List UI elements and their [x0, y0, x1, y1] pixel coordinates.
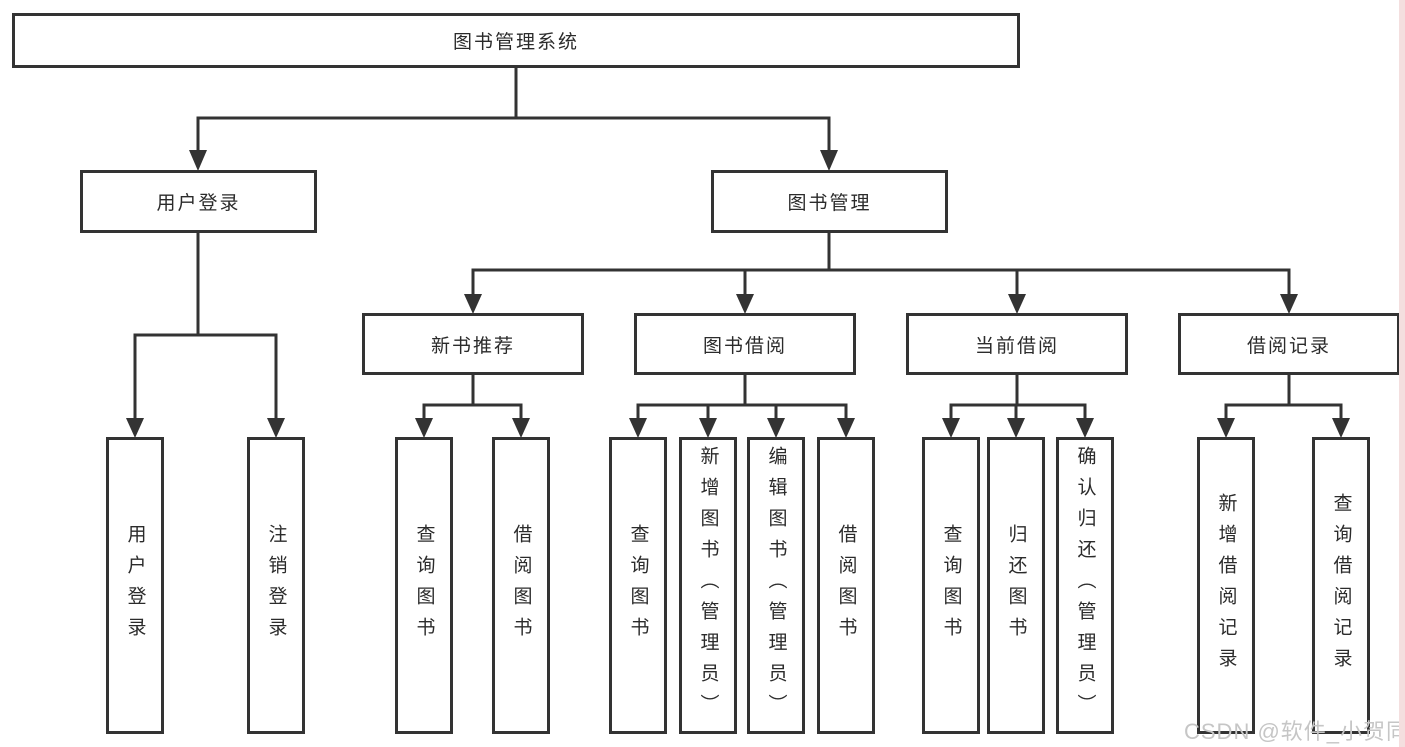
node-root-label: 图书管理系统: [452, 32, 579, 53]
node-user-login: 用户登录: [80, 170, 317, 233]
node-borrow-record: 借阅记录: [1178, 313, 1400, 375]
csdn-watermark: CSDN @软件_小贺同学: [1184, 719, 1405, 744]
leaf-query-book-current: 查询图书: [922, 437, 980, 734]
node-book-mgmt: 图书管理: [711, 170, 948, 233]
leaf-borrow-book: 借阅图书: [817, 437, 875, 734]
leaf-return-book-label: 归还图书: [1005, 523, 1027, 648]
leaf-edit-book-admin-label: 编辑图书（管理员）: [765, 446, 787, 725]
node-borrow-record-label: 借阅记录: [1246, 335, 1331, 357]
leaf-add-borrow-record-label: 新增借阅记录: [1215, 492, 1237, 679]
leaf-query-book-rec: 查询图书: [395, 437, 453, 734]
leaf-add-book-admin-label: 新增图书（管理员）: [697, 446, 719, 725]
leaf-user-login-label: 用户登录: [124, 523, 146, 648]
leaf-query-book-borrow: 查询图书: [609, 437, 667, 734]
node-book-mgmt-label: 图书管理: [787, 193, 872, 214]
node-book-borrow-label: 图书借阅: [702, 335, 787, 357]
leaf-confirm-return-admin: 确认归还（管理员）: [1056, 437, 1114, 734]
leaf-user-login: 用户登录: [106, 437, 164, 734]
leaf-logout: 注销登录: [247, 437, 305, 734]
leaf-query-borrow-record-label: 查询借阅记录: [1330, 492, 1352, 679]
node-current-borrow-label: 当前借阅: [974, 335, 1059, 357]
leaf-query-book-borrow-label: 查询图书: [627, 523, 649, 648]
node-new-book-rec: 新书推荐: [362, 313, 584, 375]
leaf-borrow-book-label: 借阅图书: [835, 523, 857, 648]
arrowheads: [126, 150, 1350, 438]
leaf-add-borrow-record: 新增借阅记录: [1197, 437, 1255, 734]
connector-paths: [133, 66, 1343, 429]
leaf-logout-label: 注销登录: [265, 523, 287, 648]
node-new-book-rec-label: 新书推荐: [430, 335, 515, 357]
right-edge-tint: [1399, 0, 1405, 747]
leaf-query-borrow-record: 查询借阅记录: [1312, 437, 1370, 734]
node-book-borrow: 图书借阅: [634, 313, 856, 375]
leaf-confirm-return-admin-label: 确认归还（管理员）: [1074, 446, 1096, 725]
node-user-login-label: 用户登录: [156, 193, 241, 214]
leaf-edit-book-admin: 编辑图书（管理员）: [747, 437, 805, 734]
leaf-query-book-rec-label: 查询图书: [413, 523, 435, 648]
leaf-return-book: 归还图书: [987, 437, 1045, 734]
leaf-query-book-current-label: 查询图书: [940, 523, 962, 648]
leaf-borrow-book-rec: 借阅图书: [492, 437, 550, 734]
node-current-borrow: 当前借阅: [906, 313, 1128, 375]
leaf-add-book-admin: 新增图书（管理员）: [679, 437, 737, 734]
leaf-borrow-book-rec-label: 借阅图书: [510, 523, 532, 648]
node-root: 图书管理系统: [12, 13, 1020, 68]
